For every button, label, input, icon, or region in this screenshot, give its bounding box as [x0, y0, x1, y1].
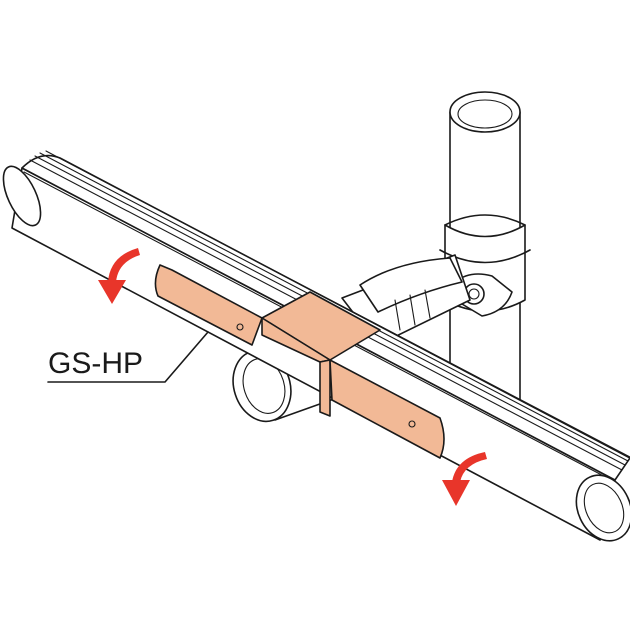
- gs-hp-part: [154, 264, 445, 459]
- part-label: GS-HP: [48, 347, 143, 380]
- rotation-arrow-right: [442, 452, 487, 506]
- leader-line: [47, 331, 209, 383]
- rotation-arrow-left: [98, 248, 140, 304]
- clamp-joint: [439, 214, 531, 317]
